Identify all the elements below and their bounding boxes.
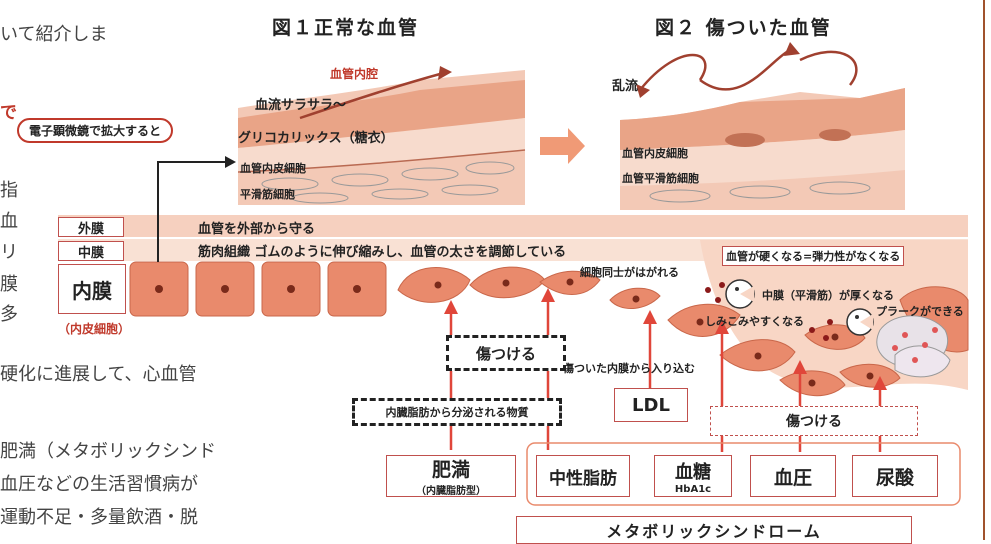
- body-text-line: 肥満（メタボリックシンド: [0, 441, 216, 462]
- fig2-smooth-muscle-label: 血管平滑筋細胞: [622, 172, 699, 185]
- fig2-endothelial-label: 血管内皮細胞: [622, 147, 688, 160]
- stiffness-callout: 血管が硬くなる=弾力性がなくなる: [722, 246, 905, 266]
- adventitia-band: [58, 215, 968, 237]
- fig1-smooth-muscle-label: 平滑筋細胞: [240, 188, 295, 201]
- factor-glucose-label: 血糖: [675, 461, 711, 483]
- body-text-line: 指: [0, 180, 18, 201]
- connector-arrow: [157, 161, 225, 262]
- factor-triglyceride: 中性脂肪: [536, 455, 630, 497]
- factor-obesity-label: 肥満: [431, 459, 470, 481]
- cells-detach-label: 細胞同士がはがれる: [580, 266, 679, 279]
- plaque-illustration: [705, 279, 951, 378]
- fig1-glycocalyx-label: グリコカリックス（糖衣）: [238, 131, 394, 146]
- media-description: 筋肉組織 ゴムのように伸び縮みし、血管の太さを調節している: [198, 245, 567, 260]
- fig1-endothelial-label: 血管内皮細胞: [240, 162, 306, 175]
- fig2-vessel-illustration: [620, 42, 905, 210]
- transition-arrow: [540, 128, 585, 164]
- factor-obesity: 肥満 （内臓脂肪型）: [386, 455, 516, 497]
- body-text-line: 膜: [0, 274, 18, 295]
- fig2-title: 図２ 傷ついた血管: [655, 17, 832, 39]
- intima-label: 内膜: [58, 264, 126, 314]
- factor-group-outline: [526, 442, 961, 506]
- fig1-flow-label: 血流サラサラ〜: [255, 98, 347, 113]
- visceral-secretion-box: 内臓脂肪から分泌される物質: [352, 398, 562, 426]
- fig1-lumen-label: 血管内腔: [330, 67, 379, 81]
- media-label: 中膜: [58, 241, 124, 261]
- fig1-vessel-illustration: [237, 66, 526, 205]
- factor-obesity-sublabel: （内臓脂肪型）: [416, 486, 486, 497]
- adventitia-label: 外膜: [58, 217, 124, 237]
- body-text-fragment: で: [0, 103, 17, 123]
- body-text-line: 運動不足・多量飲酒・脱: [0, 507, 198, 528]
- damage-box-right: 傷つける: [710, 406, 918, 436]
- fig1-title: 図１正常な血管: [272, 17, 420, 39]
- fig2-turbulence-label: 乱流: [612, 79, 639, 94]
- metabolic-syndrome-box: メタボリックシンドローム: [516, 516, 912, 544]
- seep-label: しみこみやすくなる: [705, 315, 804, 328]
- body-text-line: 多: [0, 304, 18, 325]
- body-text-line: リ: [0, 242, 18, 263]
- media-thicken-label: 中膜（平滑筋）が厚くなる: [762, 289, 894, 302]
- body-text-line: 血: [0, 211, 18, 232]
- microscope-callout: 電子顕微鏡で拡大すると: [17, 118, 174, 143]
- factor-blood-pressure: 血圧: [750, 455, 836, 497]
- plaque-label: プラークができる: [876, 305, 964, 318]
- ldl-box: LDL: [614, 388, 688, 422]
- intima-sublabel: （内皮細胞）: [58, 322, 131, 336]
- ldl-entry-label: 傷ついた内膜から入り込む: [563, 362, 695, 375]
- body-text-line: 硬化に進展して、心血管: [0, 364, 197, 385]
- factor-uric-acid: 尿酸: [852, 455, 938, 497]
- factor-glucose-sublabel: HbA1c: [674, 483, 712, 495]
- page-border: [983, 0, 985, 540]
- adventitia-description: 血管を外部から守る: [198, 222, 316, 237]
- body-text-line: 血圧などの生活習慣病が: [0, 474, 198, 495]
- body-text-line: いて紹介しま: [0, 24, 108, 45]
- damage-box-left: 傷つける: [446, 335, 566, 371]
- intima-cells: [129, 261, 661, 317]
- factor-glucose: 血糖 HbA1c: [654, 455, 732, 497]
